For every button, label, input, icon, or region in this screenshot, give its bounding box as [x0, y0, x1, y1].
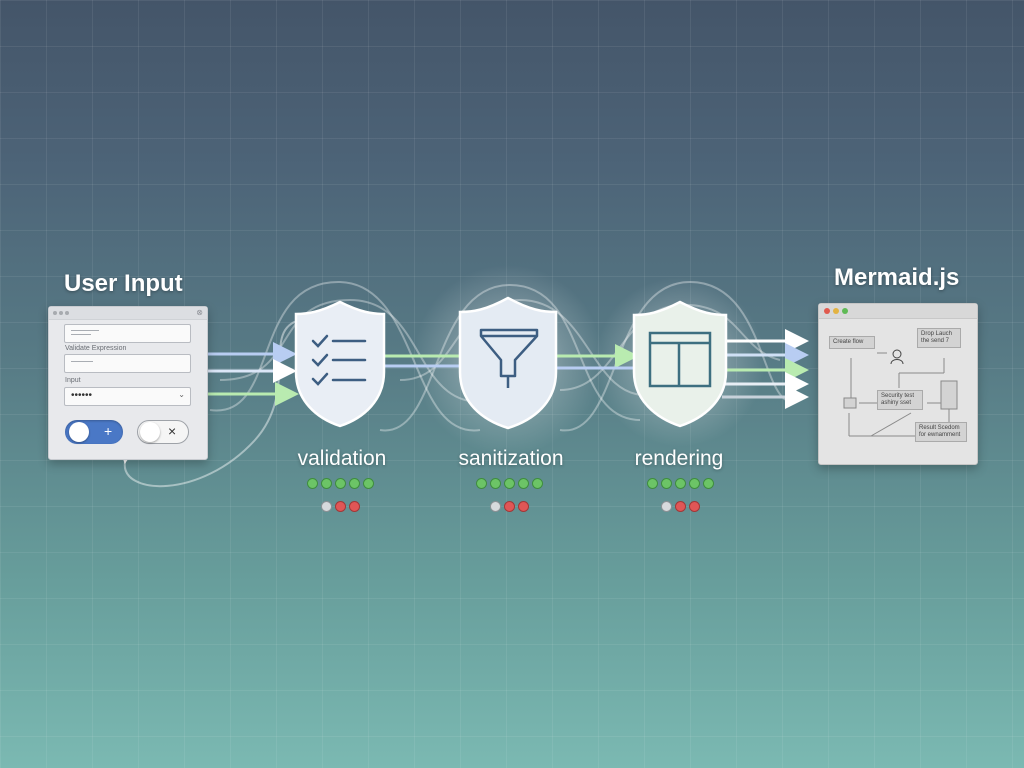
stage-label-sanitization: sanitization — [458, 447, 564, 470]
stage-label-validation: validation — [297, 447, 387, 470]
fail-dot — [517, 501, 529, 512]
fail-dot — [674, 501, 686, 512]
stage-label-rendering: rendering — [634, 447, 724, 470]
pass-indicators — [306, 478, 374, 489]
neutral-dot — [489, 501, 501, 512]
chevron-down-icon: ⌄ — [178, 390, 185, 399]
close-icon[interactable]: ⊗ — [196, 308, 203, 317]
pass-indicators — [646, 478, 714, 489]
text-field-1[interactable] — [64, 324, 191, 343]
window-close-dot[interactable] — [824, 308, 830, 314]
mermaid-node: Security test ashiny sset — [877, 390, 923, 410]
pass-dot — [334, 478, 346, 489]
mermaid-output-window: Create flow Drop Lauch the send 7 Securi… — [818, 303, 978, 465]
field-label: Input — [65, 377, 81, 384]
close-icon: × — [168, 423, 177, 439]
fail-dot — [348, 501, 360, 512]
pass-dot — [688, 478, 700, 489]
output-title: Mermaid.js — [834, 264, 960, 291]
fail-dot — [688, 501, 700, 512]
plus-icon: + — [104, 423, 113, 439]
window-maximize-dot[interactable] — [842, 308, 848, 314]
window-dot — [53, 311, 57, 315]
window-dot — [65, 311, 69, 315]
neutral-dot — [320, 501, 332, 512]
pass-dot — [646, 478, 658, 489]
sanitization-shield — [458, 296, 558, 430]
checklist-icon — [311, 334, 367, 386]
pass-dot — [362, 478, 374, 489]
pass-dot — [306, 478, 318, 489]
pass-dot — [348, 478, 360, 489]
toggle-knob — [140, 422, 160, 442]
person-icon — [890, 349, 904, 365]
pass-dot — [517, 478, 529, 489]
pass-dot — [674, 478, 686, 489]
window-titlebar — [819, 304, 977, 319]
input-form-window: ⊗ Validate Expression Input •••••• ⌄ + × — [48, 306, 208, 460]
neutral-dot — [660, 501, 672, 512]
mermaid-diagram-edges — [843, 349, 958, 437]
field-label: Validate Expression — [65, 345, 127, 352]
rendering-shield — [632, 300, 728, 428]
pass-dot — [702, 478, 714, 489]
fail-dot — [503, 501, 515, 512]
fail-dot — [334, 501, 346, 512]
result-indicators — [489, 501, 529, 512]
toggle-switch-on[interactable]: + — [65, 420, 123, 444]
input-title: User Input — [64, 270, 183, 297]
mermaid-node-icon — [940, 380, 958, 410]
pass-dot — [475, 478, 487, 489]
password-select[interactable]: •••••• ⌄ — [64, 387, 191, 406]
mermaid-node: Create flow — [829, 336, 875, 349]
text-field-2[interactable] — [64, 354, 191, 373]
pass-dot — [660, 478, 672, 489]
result-indicators — [320, 501, 360, 512]
pass-dot — [503, 478, 515, 489]
window-titlebar: ⊗ — [49, 307, 207, 320]
password-value: •••••• — [71, 390, 93, 401]
pass-dot — [531, 478, 543, 489]
result-indicators — [660, 501, 700, 512]
window-dot — [59, 311, 63, 315]
pass-indicators — [475, 478, 543, 489]
mermaid-node-icon — [843, 397, 857, 409]
pass-dot — [489, 478, 501, 489]
validation-shield — [294, 300, 386, 428]
window-layout-icon — [648, 331, 712, 388]
mermaid-node: Result Scedom for ewnamment — [915, 422, 967, 442]
toggle-switch-off[interactable]: × — [137, 420, 189, 444]
toggle-knob — [69, 422, 89, 442]
pass-dot — [320, 478, 332, 489]
mermaid-node: Drop Lauch the send 7 — [917, 328, 961, 348]
window-minimize-dot[interactable] — [833, 308, 839, 314]
funnel-icon — [479, 328, 539, 388]
